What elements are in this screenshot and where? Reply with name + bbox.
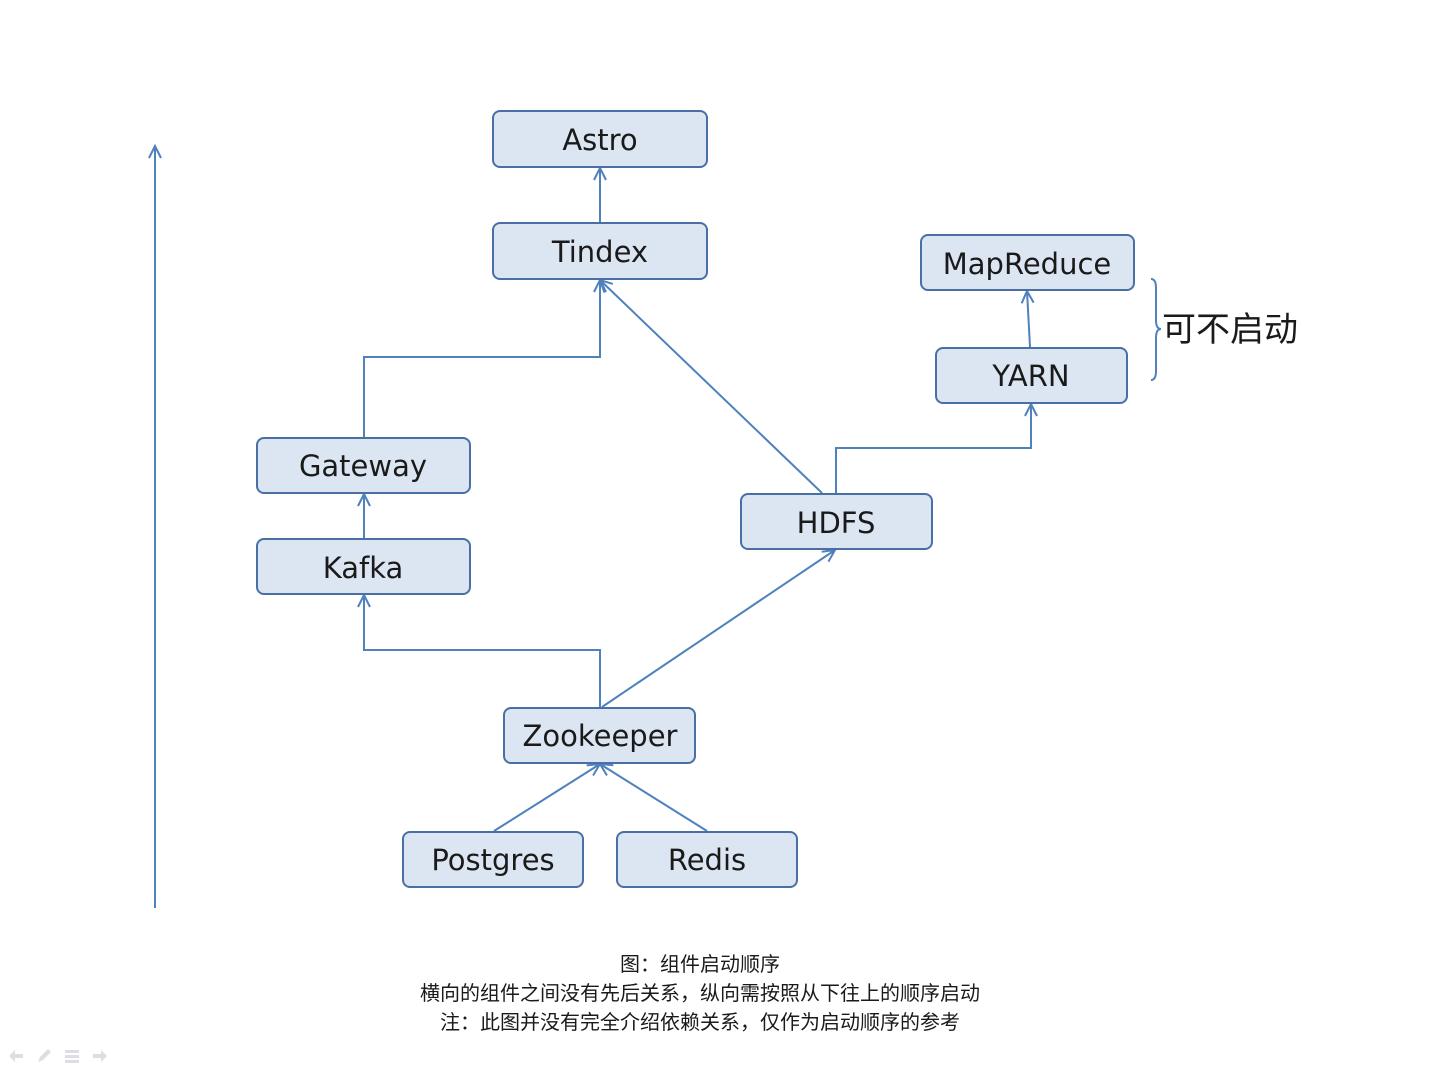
slide-navigation	[6, 1046, 110, 1066]
node-hdfs-label: HDFS	[797, 506, 876, 540]
node-zookeeper[interactable]: Zookeeper	[503, 707, 696, 764]
node-tindex[interactable]: Tindex	[492, 222, 708, 280]
edge-hdfs-tindex	[600, 280, 823, 494]
node-zookeeper-label: Zookeeper	[523, 719, 678, 753]
node-yarn-label: YARN	[991, 359, 1069, 393]
caption-title: 图：组件启动顺序	[620, 952, 780, 976]
node-mapreduce-label: MapReduce	[943, 247, 1111, 281]
node-gateway[interactable]: Gateway	[256, 437, 471, 494]
edge-zookeeper-hdfs	[601, 550, 835, 708]
edges	[363, 168, 1031, 832]
node-astro-label: Astro	[562, 123, 637, 157]
edge-gateway-tindex	[363, 280, 600, 437]
node-redis[interactable]: Redis	[616, 831, 798, 888]
arrow-left-icon[interactable]	[6, 1046, 26, 1066]
node-mapreduce[interactable]: MapReduce	[920, 234, 1135, 291]
edge-redis-zookeeper	[600, 764, 708, 832]
edge-hdfs-yarn	[835, 404, 1031, 493]
node-tindex-label: Tindex	[551, 235, 648, 269]
node-postgres-label: Postgres	[431, 843, 554, 877]
node-gateway-label: Gateway	[299, 449, 427, 483]
edge-yarn-mapreduce	[1027, 291, 1030, 348]
edge-postgres-zookeeper	[493, 764, 600, 832]
pen-icon[interactable]	[34, 1046, 54, 1066]
edge-zookeeper-kafka	[364, 595, 601, 707]
node-kafka[interactable]: Kafka	[256, 538, 471, 595]
node-hdfs[interactable]: HDFS	[740, 493, 933, 550]
node-kafka-label: Kafka	[323, 551, 404, 585]
caption-line-2: 注：此图并没有完全介绍依赖关系，仅作为启动顺序的参考	[440, 1010, 960, 1034]
arrow-right-icon[interactable]	[90, 1046, 110, 1066]
node-redis-label: Redis	[668, 843, 746, 877]
optional-bracket	[1150, 278, 1162, 381]
menu-icon[interactable]	[62, 1046, 82, 1066]
node-astro[interactable]: Astro	[492, 110, 708, 168]
optional-note: 可不启动	[1162, 310, 1298, 350]
node-postgres[interactable]: Postgres	[402, 831, 584, 888]
caption-line-1: 横向的组件之间没有先后关系，纵向需按照从下往上的顺序启动	[420, 981, 980, 1005]
diagram-caption: 图：组件启动顺序 横向的组件之间没有先后关系，纵向需按照从下往上的顺序启动 注：…	[0, 950, 1400, 1037]
node-yarn[interactable]: YARN	[935, 347, 1128, 404]
